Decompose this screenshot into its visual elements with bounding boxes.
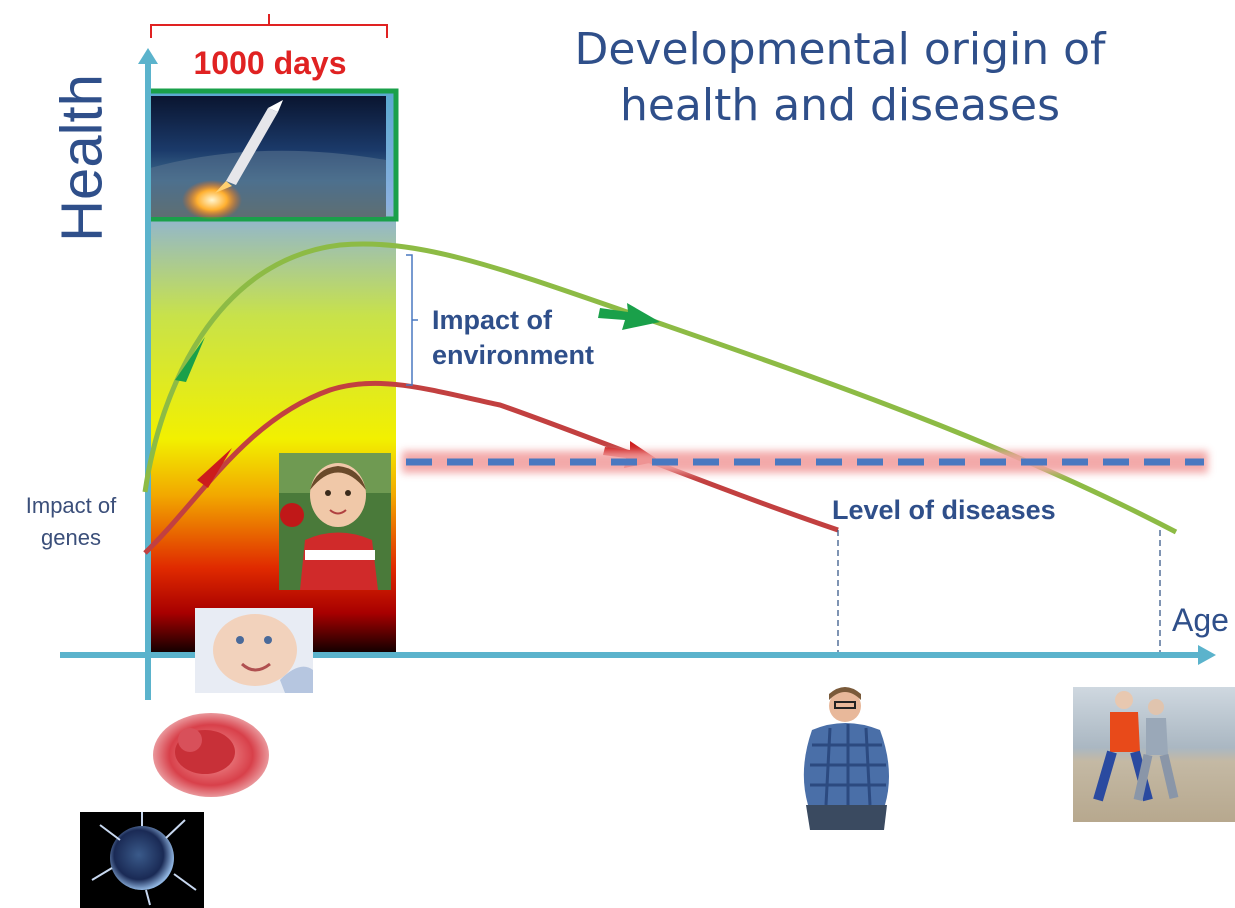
y-axis-label: Health: [50, 58, 115, 258]
window-label: 1000 days: [193, 45, 347, 81]
unhealthy-trajectory-curve: [143, 380, 839, 555]
healthy-arrow-midlife: [598, 303, 660, 330]
obese-man-photo: [803, 687, 889, 830]
infant-photo: [195, 608, 313, 693]
age-marker-lines: [837, 530, 1161, 652]
rocket-launch-photo: [145, 88, 399, 222]
environment-bracket: [406, 254, 418, 386]
diagram-title: Developmental origin of health and disea…: [574, 24, 1106, 131]
1000-days-bracket: [150, 14, 388, 38]
healthy-arrow-early: [175, 337, 205, 382]
unhealthy-arrow-early: [197, 448, 232, 488]
impact-of-environment-label: Impact of environment: [432, 305, 595, 370]
impact-of-genes-label: Impact of genes: [25, 493, 117, 550]
fetus-photo: [150, 710, 272, 800]
elderly-couple-photo: [1073, 687, 1235, 822]
healthy-trajectory-curve: [142, 241, 1178, 535]
egg-cell-photo: [80, 812, 204, 908]
toddler-photo: [279, 453, 391, 590]
disease-threshold-line: [402, 451, 1208, 473]
level-of-diseases-label: Level of diseases: [832, 495, 1056, 525]
x-axis-label: Age: [1172, 602, 1229, 638]
y-axis-label-text: Health: [49, 74, 115, 242]
